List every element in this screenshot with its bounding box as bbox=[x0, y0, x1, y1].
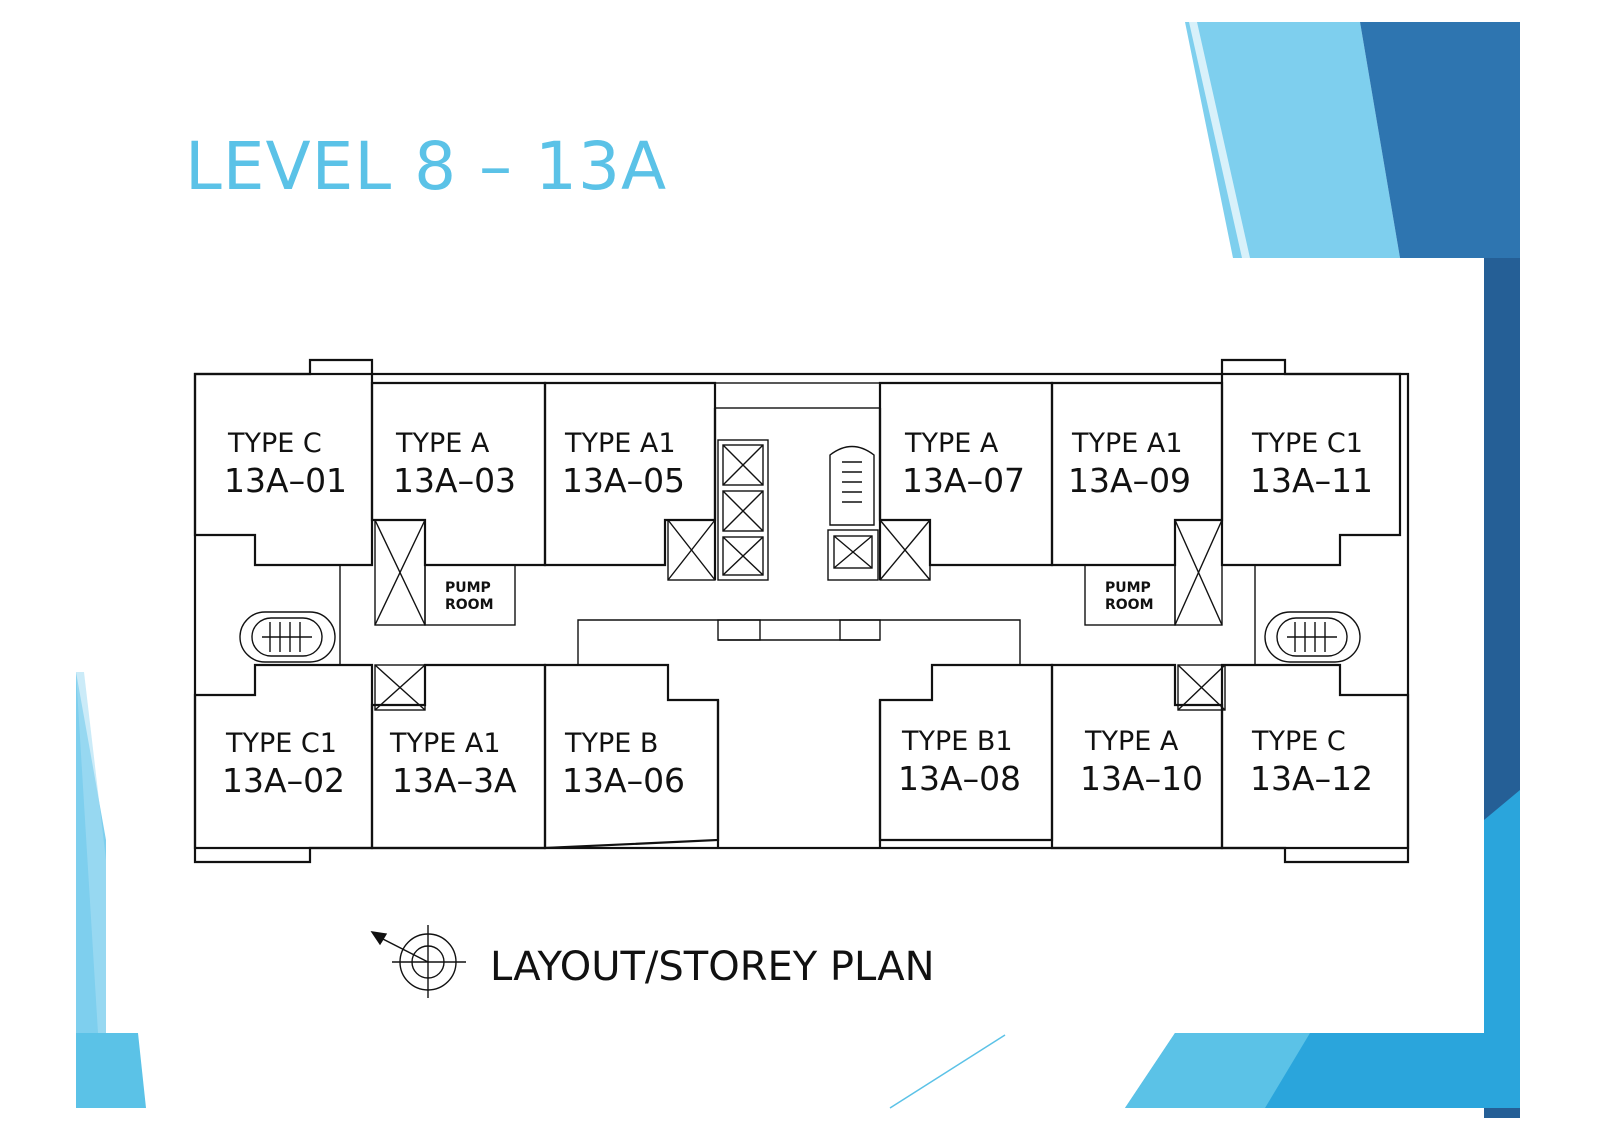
pump-room-label: ROOM bbox=[1105, 597, 1154, 613]
bottom-units bbox=[193, 663, 1410, 864]
decor-right bbox=[889, 22, 1520, 1118]
decor-thin-line bbox=[889, 1034, 1006, 1109]
pump-room-labels: PUMP ROOM PUMP ROOM bbox=[445, 580, 1154, 613]
bottom-unit-labels: TYPE C1 13A–02 TYPE A1 13A–3A TYPE B 13A… bbox=[222, 726, 1373, 800]
corridor-inner-wall bbox=[577, 619, 1021, 665]
unit-type-label: TYPE C bbox=[227, 428, 322, 459]
lift-shafts bbox=[667, 439, 931, 581]
decor-stripe bbox=[1189, 22, 1250, 258]
decor-left bbox=[76, 672, 146, 1108]
unit-number-label: 13A–11 bbox=[1250, 461, 1373, 500]
decor-bottom-light bbox=[1125, 1033, 1310, 1108]
decor-bar-bright bbox=[1484, 790, 1520, 1108]
unit-type-label: TYPE A bbox=[1084, 726, 1179, 757]
unit-type-label: TYPE A1 bbox=[1071, 428, 1183, 459]
unit-type-label: TYPE C1 bbox=[1251, 428, 1363, 459]
central-core bbox=[577, 382, 1021, 848]
plan-caption: LAYOUT/STOREY PLAN bbox=[490, 944, 935, 990]
floor-plan: TYPE C 13A–01 TYPE A 13A–03 TYPE A1 13A–… bbox=[193, 358, 1410, 998]
north-arrow-icon bbox=[370, 925, 466, 998]
unit-number-label: 13A–03 bbox=[393, 461, 516, 500]
unit-type-label: TYPE B1 bbox=[901, 726, 1013, 757]
unit-number-label: 13A–08 bbox=[898, 759, 1021, 798]
unit-type-label: TYPE C1 bbox=[225, 728, 337, 759]
unit-type-label: TYPE A bbox=[395, 428, 490, 459]
unit-number-label: 13A–07 bbox=[902, 461, 1025, 500]
unit-type-label: TYPE A1 bbox=[564, 428, 676, 459]
top-units bbox=[193, 358, 1402, 567]
decor-shape-mid bbox=[1360, 22, 1520, 258]
unit-number-label: 13A–05 bbox=[562, 461, 685, 500]
pump-room-left-box bbox=[424, 564, 516, 626]
pump-room-label: ROOM bbox=[445, 597, 494, 613]
unit-13a-01-outline bbox=[193, 358, 374, 567]
unit-type-label: TYPE A1 bbox=[389, 728, 501, 759]
pump-room-label: PUMP bbox=[445, 580, 491, 596]
pump-room-label: PUMP bbox=[1105, 580, 1151, 596]
building-outline bbox=[193, 372, 1410, 850]
top-unit-labels: TYPE C 13A–01 TYPE A 13A–03 TYPE A1 13A–… bbox=[224, 428, 1373, 500]
unit-13a-11-outline bbox=[1220, 358, 1402, 567]
unit-type-label: TYPE C bbox=[1251, 726, 1346, 757]
core-top-strip bbox=[714, 382, 881, 409]
unit-number-label: 13A–02 bbox=[222, 761, 345, 800]
slide-title: LEVEL 8 – 13A bbox=[185, 128, 668, 205]
stairs bbox=[239, 611, 1361, 663]
unit-number-label: 13A–3A bbox=[392, 761, 517, 800]
unit-13a-12-outline bbox=[1220, 663, 1410, 864]
unit-number-label: 13A–01 bbox=[224, 461, 347, 500]
decor-shape-light bbox=[1185, 22, 1400, 258]
unit-number-label: 13A–06 bbox=[562, 761, 685, 800]
unit-number-label: 13A–09 bbox=[1068, 461, 1191, 500]
decor-left-stripe bbox=[76, 672, 106, 1033]
unit-number-label: 13A–12 bbox=[1250, 759, 1373, 798]
unit-number-label: 13A–10 bbox=[1080, 759, 1203, 798]
unit-type-label: TYPE B bbox=[564, 728, 658, 759]
service-shafts bbox=[194, 519, 1256, 711]
unit-type-label: TYPE A bbox=[904, 428, 999, 459]
pump-room-right-box bbox=[1084, 564, 1176, 626]
decor-left-bottom bbox=[76, 1033, 146, 1108]
